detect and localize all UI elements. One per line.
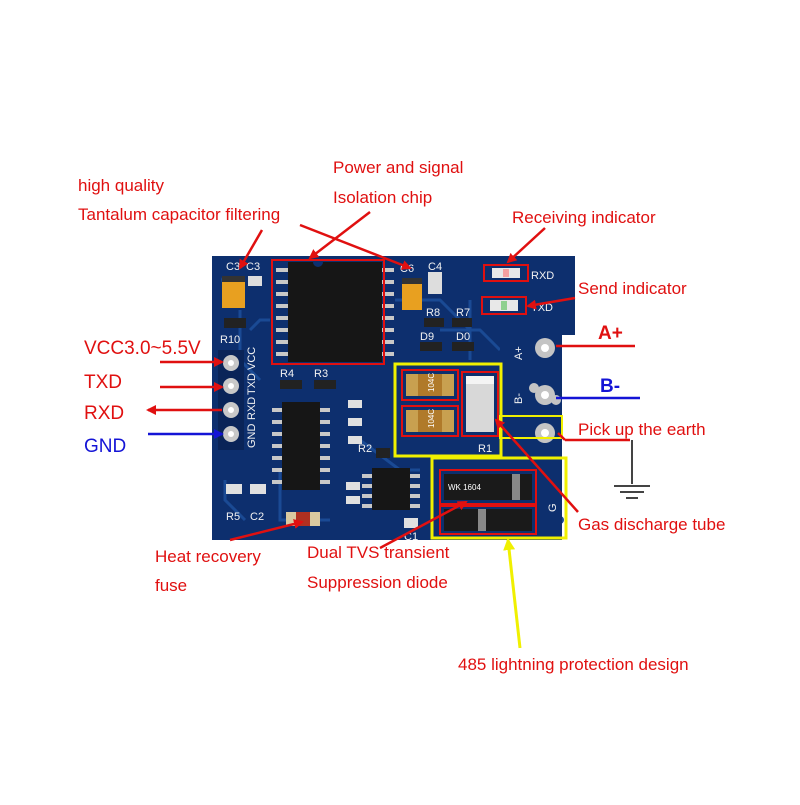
silk-header-rxd: RXD [246, 397, 258, 420]
silk-c4: C4 [428, 261, 442, 273]
tvs-marking: WK 1604 [448, 483, 481, 492]
silk-header-gnd: GND [246, 424, 258, 449]
capacitor-c1 [404, 518, 418, 528]
label-earth: Pick up the earth [578, 420, 706, 439]
tantalum-capacitor [222, 276, 245, 308]
smd-cap-c3 [248, 276, 262, 286]
gas-discharge-tube [461, 371, 499, 437]
isolation-chip [276, 257, 394, 362]
label-tvs-line2: Suppression diode [307, 573, 448, 592]
label-fuse-line2: fuse [155, 576, 188, 595]
annotation-arrows [146, 211, 640, 649]
silk-r7: R7 [456, 307, 470, 319]
soic8-chip [362, 468, 420, 510]
resistor-r3 [314, 380, 336, 389]
silk-r4: R4 [280, 368, 294, 380]
label-isolation-line1: Power and signal [333, 158, 464, 177]
label-fuse-line1: Heat recovery [155, 547, 261, 566]
label-b-minus: B- [600, 376, 621, 397]
label-send-indicator: Send indicator [578, 279, 687, 298]
tantalum-capacitor-c6 [402, 278, 422, 310]
silk-c3a: C3 [226, 261, 240, 273]
led-rxd [483, 264, 529, 282]
label-tvs-line1: Dual TVS transient [307, 543, 450, 562]
pin-label-txd: TXD [84, 372, 122, 393]
label-lightning: 485 lightning protection design [458, 655, 689, 674]
label-gas-tube: Gas discharge tube [578, 515, 726, 534]
silk-r2: R2 [358, 443, 372, 455]
resistor-r2 [376, 448, 390, 458]
silk-header-vcc: VCC [246, 347, 258, 370]
capacitor-c2 [250, 484, 266, 494]
silk-r5: R5 [226, 511, 240, 523]
silk-header-txd: TXD [246, 373, 258, 395]
silk-d0: D0 [456, 331, 470, 343]
silk-r10: R10 [220, 334, 240, 346]
smd-caps-column [346, 400, 362, 504]
protection-highlight-top [393, 362, 503, 458]
label-a-plus: A+ [598, 323, 623, 344]
smd-cap-c4 [428, 272, 442, 294]
silk-c3b: C3 [246, 261, 260, 273]
silk-term-g: G [547, 503, 559, 512]
label-tantalum-line2: Tantalum capacitor filtering [78, 205, 281, 224]
silk-d9: D9 [420, 331, 434, 343]
pin-label-gnd: GND [84, 436, 127, 457]
silk-c2: C2 [250, 511, 264, 523]
resistor-r4 [280, 380, 302, 389]
resistor-r5 [226, 484, 242, 494]
pin-label-vcc: VCC3.0~5.5V [84, 338, 201, 359]
tvs-diodes [439, 469, 537, 535]
resistor-r10 [224, 318, 246, 328]
earth-ground-symbol [614, 440, 650, 499]
resistor-r8 [424, 318, 444, 327]
label-receiving-indicator: Receiving indicator [512, 208, 656, 227]
led-txd [481, 296, 527, 315]
silk-term-b: B- [513, 393, 525, 404]
silk-rxd: RXD [531, 270, 554, 282]
cap-marking-bottom: 104C [427, 409, 436, 428]
silk-term-a: A+ [513, 346, 525, 360]
label-isolation-line2: Isolation chip [333, 188, 433, 207]
silk-r3: R3 [314, 368, 328, 380]
silk-r8: R8 [426, 307, 440, 319]
surge-capacitors [401, 369, 459, 437]
soic-chip-main [272, 402, 330, 490]
diode-d0 [452, 342, 474, 351]
label-tantalum-line1: high quality [78, 176, 165, 195]
cap-marking-top: 104C [427, 373, 436, 392]
silk-r1: R1 [478, 443, 492, 455]
isolation-chip-highlight [271, 259, 385, 365]
diode-d9 [420, 342, 442, 351]
resistor-r7 [452, 318, 472, 327]
pin-label-rxd: RXD [84, 403, 125, 424]
